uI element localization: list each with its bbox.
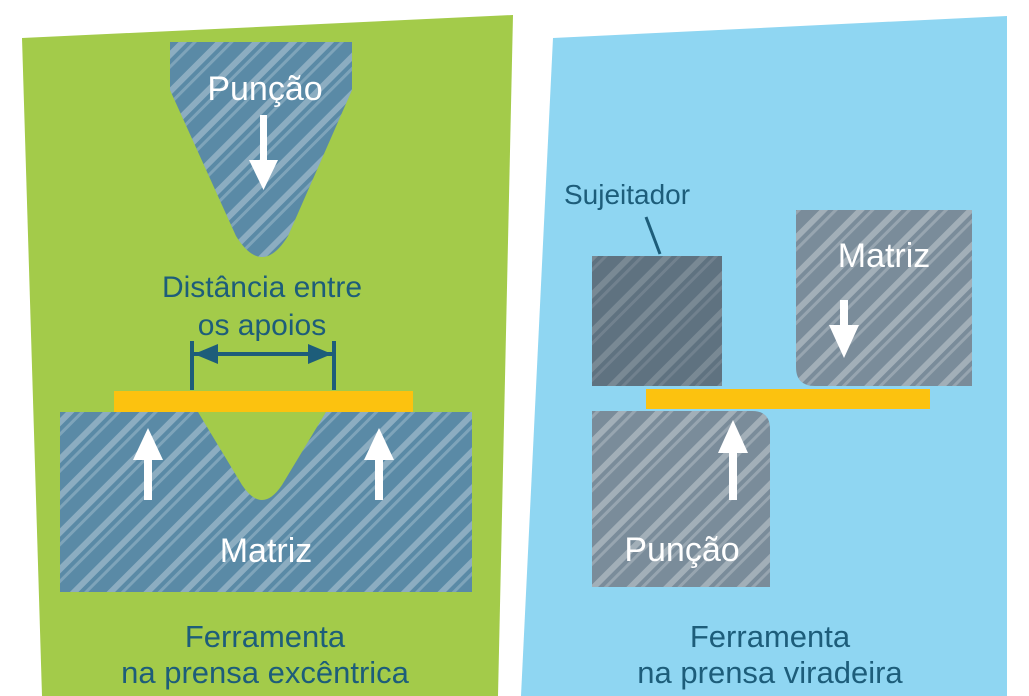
dimension-tick-right [332,341,336,390]
distance-label-line1: Distância entre [162,271,362,304]
dimension-arrowhead-right [308,344,332,364]
left-caption-line1: Ferramenta [185,619,346,654]
left-caption-line2: na prensa excêntrica [121,655,410,690]
left-punch-arrow-down [249,115,278,190]
left-die: Matriz [60,412,472,592]
left-punch: Punção [170,42,352,257]
right-die-arrow-down [829,300,859,358]
holder-leader-line [644,216,662,255]
right-holder-hatch [592,256,722,386]
dimension-arrowhead-left [194,344,218,364]
left-die-label: Matriz [220,532,313,570]
left-die-arrow-up-right [364,428,394,500]
right-panel: Sujeitador Matriz Punçã [521,16,1007,696]
right-die-label: Matriz [838,237,931,275]
right-punch: Punção [592,411,770,587]
left-sheet-metal [114,391,413,412]
right-punch-arrow-up [718,420,748,500]
right-die: Matriz [796,210,972,386]
right-punch-label: Punção [624,531,739,569]
right-punch-hatch [592,411,770,587]
right-sheet-metal [646,389,930,409]
distance-label-line2: os apoios [198,309,326,342]
holder-label: Sujeitador [564,179,690,210]
left-panel: Punção Distância entre os apoios [22,15,513,696]
dimension-line [194,352,332,356]
left-die-arrow-up-left [133,428,163,500]
dimension-tick-left [190,341,194,390]
distance-dimension [190,341,336,390]
right-caption-line2: na prensa viradeira [637,655,903,690]
left-punch-label: Punção [207,70,322,108]
right-caption-line1: Ferramenta [690,619,851,654]
right-holder [592,256,722,386]
